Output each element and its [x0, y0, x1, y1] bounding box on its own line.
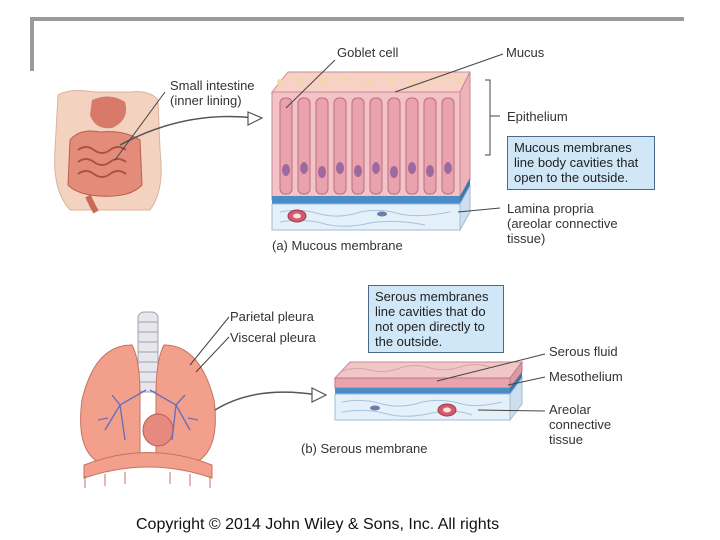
- torso-intestine-illustration: [54, 90, 162, 214]
- label-lamina-propria: Lamina propria (areolar connective tissu…: [507, 201, 618, 246]
- label-parietal-pleura: Parietal pleura: [230, 309, 314, 324]
- slide-frame: [30, 17, 684, 71]
- caption-mucous-membrane: (a) Mucous membrane: [272, 238, 403, 253]
- label-small-intestine: Small intestine (inner lining): [170, 78, 255, 108]
- copyright-notice: Copyright © 2014 John Wiley & Sons, Inc.…: [136, 516, 500, 533]
- label-mesothelium: Mesothelium: [549, 369, 623, 384]
- label-mucus: Mucus: [506, 45, 545, 60]
- mucous-membrane-block: [270, 71, 471, 232]
- label-epithelium: Epithelium: [507, 109, 568, 124]
- lungs-illustration: [80, 311, 216, 488]
- label-visceral-pleura: Visceral pleura: [230, 330, 316, 345]
- serous-membranes-note: Serous membranes line cavities that do n…: [368, 285, 504, 353]
- label-goblet-cell: Goblet cell: [337, 45, 399, 60]
- serous-membrane-block: [333, 360, 523, 422]
- mucous-membranes-note: Mucous membranes line body cavities that…: [507, 136, 655, 190]
- label-areolar-connective-tissue: Areolar connective tissue: [549, 402, 612, 447]
- caption-serous-membrane: (b) Serous membrane: [301, 441, 428, 456]
- label-serous-fluid: Serous fluid: [549, 344, 618, 359]
